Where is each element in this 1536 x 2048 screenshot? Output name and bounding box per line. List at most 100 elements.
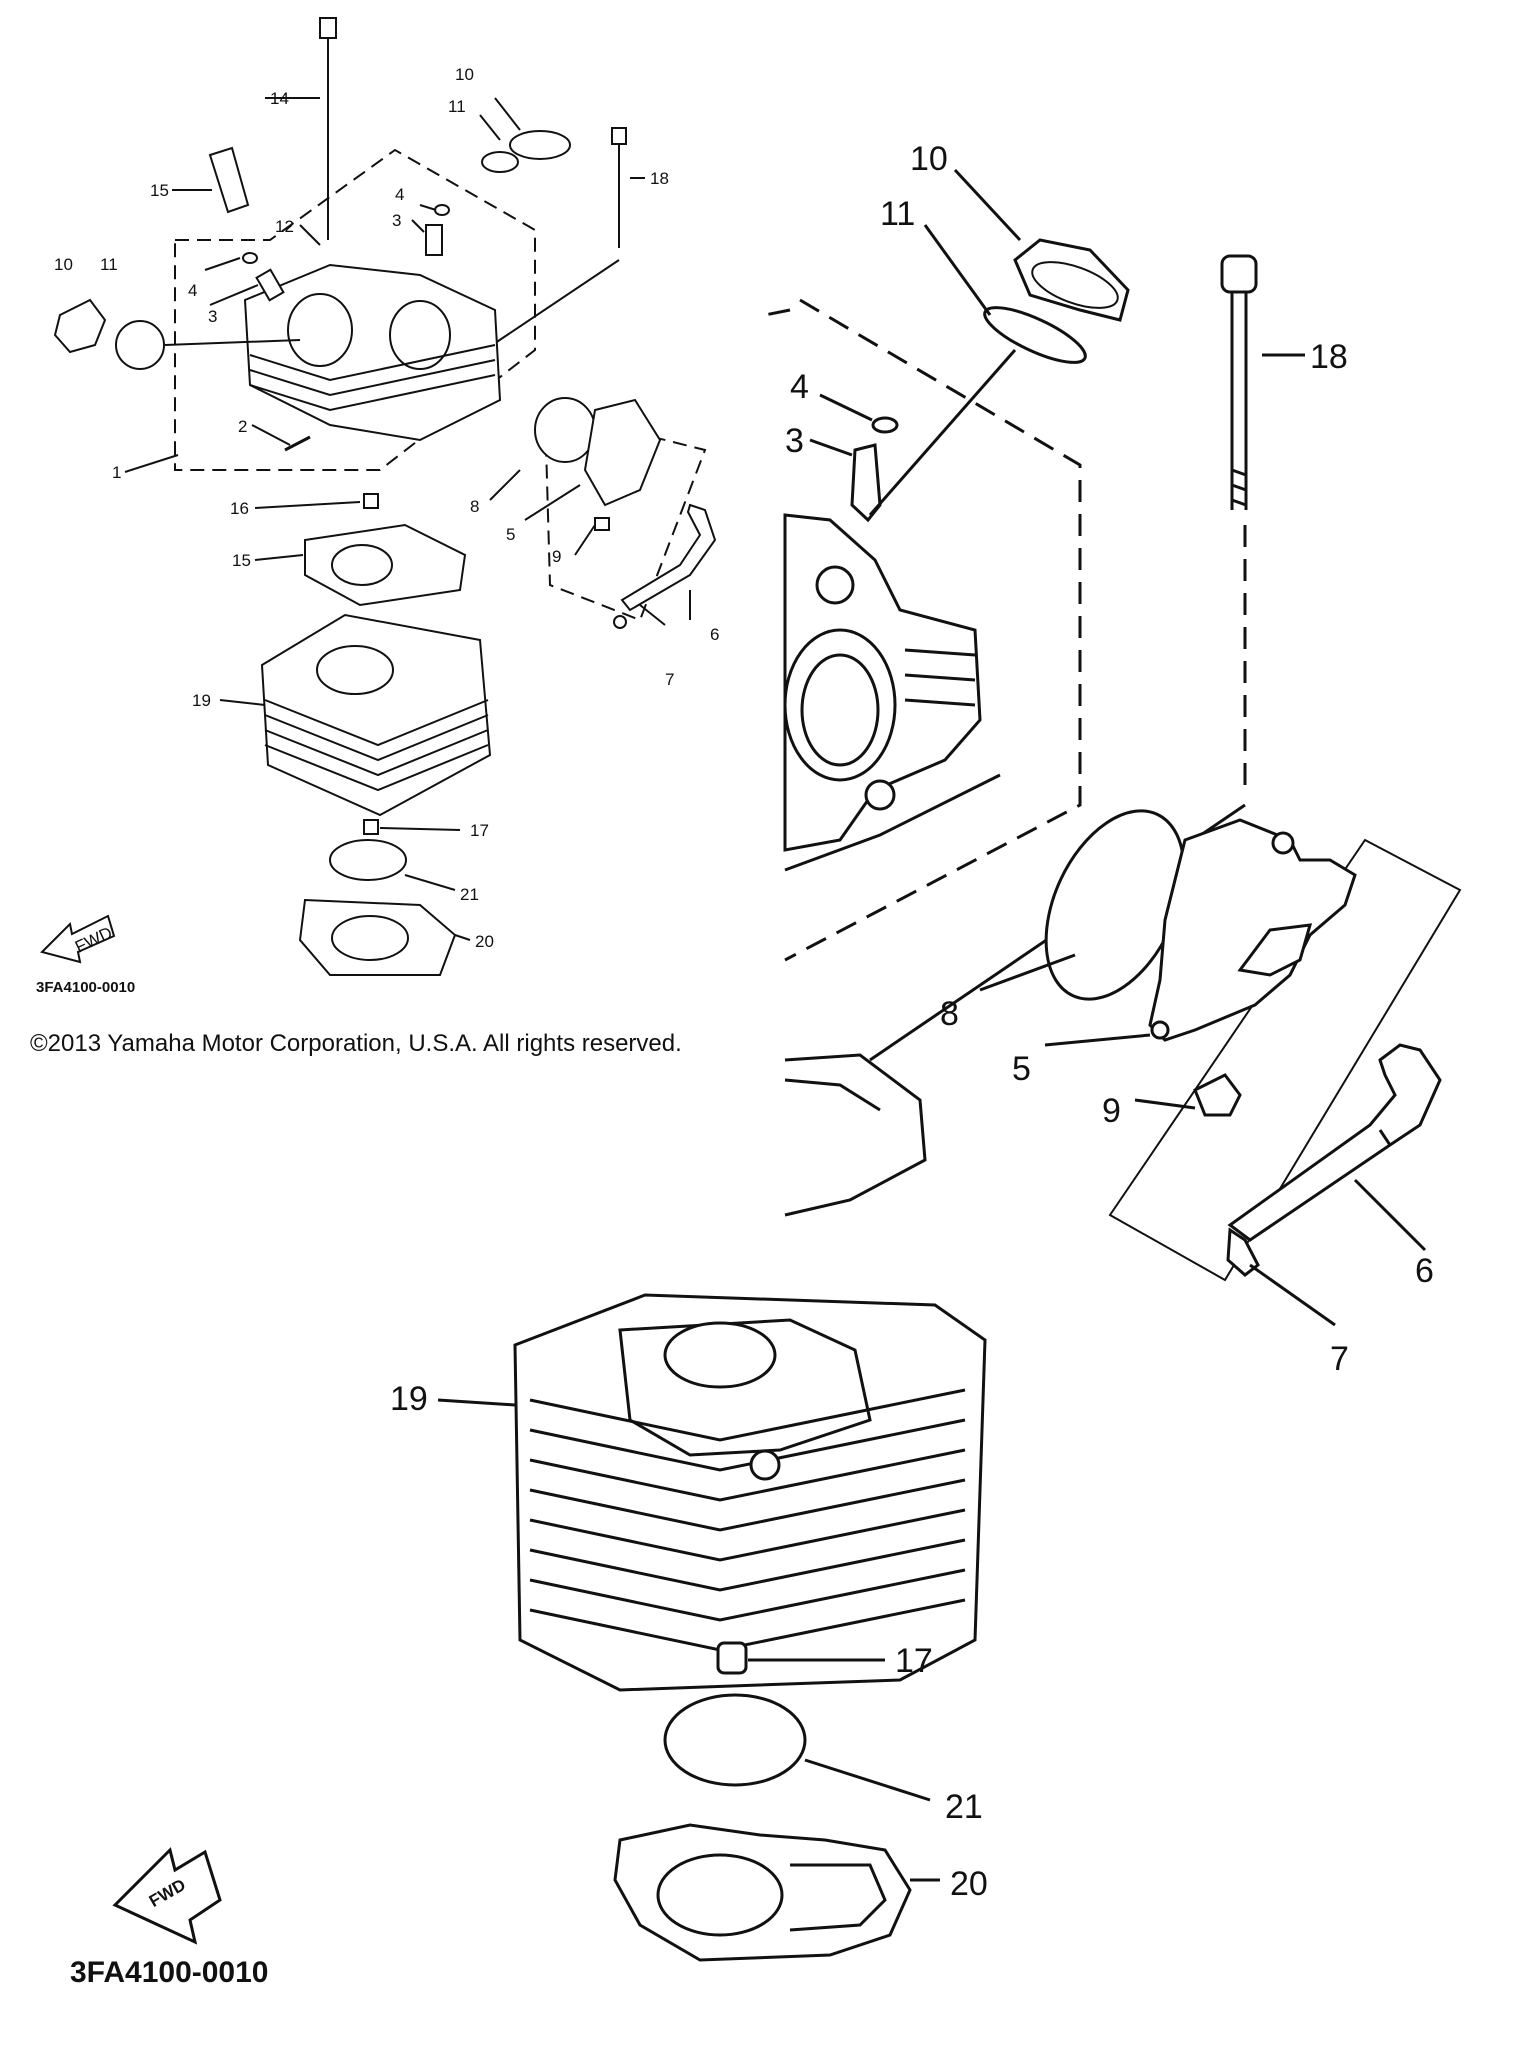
overview-cap-10-side — [53, 298, 107, 354]
detail-label-6: 6 — [1415, 1252, 1434, 1290]
detail-head-hole — [815, 565, 855, 605]
detail-head-port-inner — [800, 653, 880, 767]
overview-gasket-20 — [298, 898, 457, 976]
detail-label-11: 11 — [880, 195, 915, 233]
overview-label-8: 8 — [470, 497, 479, 516]
detail-leader-9 — [1134, 1098, 1196, 1110]
overview-label-10-top: 10 — [455, 65, 474, 84]
overview-gasket-15 — [304, 523, 467, 607]
detail-label-21: 21 — [945, 1788, 983, 1826]
overview-label-3-left: 3 — [208, 307, 217, 326]
overview-leader-1 — [124, 454, 179, 473]
detail-label-17: 17 — [895, 1642, 933, 1680]
detail-leader-6 — [1353, 1178, 1427, 1252]
detail-leader-4 — [819, 393, 873, 422]
overview-cylinder-bore — [316, 645, 394, 695]
overview-label-20: 20 — [475, 932, 494, 951]
overview-leader-12 — [299, 224, 321, 246]
overview-leader-19 — [219, 699, 266, 706]
detail-gasket-20-bore — [656, 1853, 784, 1937]
detail-oring-21 — [663, 1693, 807, 1787]
overview-label-18: 18 — [650, 169, 669, 188]
detail-bolt-18-thread — [1231, 468, 1247, 507]
overview-code: 3FA4100-0010 — [36, 979, 135, 996]
detail-cap-10 — [1013, 238, 1130, 322]
detail-head-fins — [904, 648, 976, 707]
detail-dowel-17 — [716, 1641, 748, 1675]
detail-code: 3FA4100-0010 — [70, 1956, 269, 1989]
detail-leader-8 — [979, 953, 1076, 992]
overview-leader-17 — [379, 827, 461, 831]
detail-head-base — [784, 773, 1001, 872]
detail-bolt-9 — [1193, 1073, 1242, 1117]
detail-leader-10 — [953, 168, 1022, 242]
overview-label-13: 14 — [270, 89, 289, 108]
detail-gasket-fragment-inner — [784, 1078, 881, 1112]
overview-head-port-right — [389, 300, 451, 370]
overview-leader-20 — [454, 934, 471, 941]
overview-label-7: 7 — [665, 670, 674, 689]
overview-leader-21 — [404, 874, 456, 891]
overview-oring-21 — [329, 839, 407, 881]
overview-part-3-left — [255, 268, 285, 302]
overview-head-fins — [249, 344, 496, 412]
overview-part-3-right — [425, 224, 443, 256]
overview-label-9: 9 — [552, 547, 561, 566]
overview-leader-11-side — [164, 339, 301, 346]
overview-clamp-7 — [613, 615, 627, 629]
copyright-notice: ©2013 Yamaha Motor Corporation, U.S.A. A… — [30, 1030, 682, 1057]
detail-fwd-arrow-icon — [112, 1847, 222, 1945]
detail-label-3: 3 — [785, 422, 804, 460]
overview-oring-11-top — [481, 151, 519, 173]
overview-head-port-left — [287, 293, 353, 367]
overview-breather-cover-5 — [583, 398, 662, 507]
detail-label-20: 20 — [950, 1865, 988, 1903]
overview-fwd-arrow-icon — [40, 914, 116, 964]
detail-leader-7 — [1249, 1263, 1336, 1327]
overview-label-2: 2 — [238, 417, 247, 436]
overview-leader-16 — [254, 501, 361, 509]
overview-part-4-left — [242, 252, 258, 264]
detail-label-18: 18 — [1310, 338, 1348, 376]
detail-breather-cover-5 — [1148, 818, 1357, 1042]
overview-label-4-left: 4 — [188, 281, 197, 300]
detail-hose-6 — [1227, 1043, 1442, 1242]
overview-leaders-3-4 — [204, 204, 437, 306]
overview-label-12: 12 — [275, 217, 294, 236]
detail-leader-19 — [437, 1398, 516, 1407]
detail-cylinder-fins — [529, 1388, 966, 1652]
detail-cylinder-bore — [663, 1321, 777, 1389]
overview-label-4-right: 4 — [395, 185, 404, 204]
detail-clamp-7 — [1226, 1227, 1260, 1277]
overview-label-10-side: 10 — [54, 255, 73, 274]
overview-bolt-18-head — [611, 127, 627, 145]
detail-label-7: 7 — [1330, 1340, 1349, 1378]
detail-label-8: 8 — [940, 995, 959, 1033]
overview-leaders-breather — [489, 469, 691, 626]
overview-label-16: 16 — [230, 499, 249, 518]
overview-label-17: 17 — [470, 821, 489, 840]
detail-label-10: 10 — [910, 140, 948, 178]
overview-oring-8 — [534, 397, 596, 463]
overview-label-1: 1 — [112, 463, 121, 482]
detail-label-9: 9 — [1102, 1092, 1121, 1130]
overview-diagram: 14 15 12 10 11 4 3 18 10 11 4 3 2 1 16 1… — [36, 17, 719, 996]
overview-gasket-15-bore — [331, 544, 393, 586]
detail-bolt-18-head — [1220, 254, 1258, 294]
detail-breather-cover-flap — [1237, 923, 1313, 977]
overview-cylinder-fins — [264, 699, 489, 792]
overview-hose-6 — [620, 503, 717, 612]
overview-stud-2 — [284, 435, 311, 452]
overview-label-14: 15 — [150, 181, 169, 200]
detail-diagram: 10 11 18 4 3 8 5 9 6 7 19 17 21 20 FWD 3… — [70, 140, 1462, 1989]
detail-part-4 — [871, 416, 899, 434]
detail-leader-5 — [1044, 1033, 1151, 1047]
detail-leader-3 — [809, 438, 853, 457]
overview-gasket-20-bore — [331, 915, 409, 961]
detail-gasket-fragment — [784, 1053, 927, 1217]
overview-label-21: 21 — [460, 885, 479, 904]
detail-cover-hole-top — [1271, 831, 1295, 855]
overview-label-11-side: 11 — [100, 255, 118, 274]
overview-bolt-13-head — [319, 17, 337, 39]
